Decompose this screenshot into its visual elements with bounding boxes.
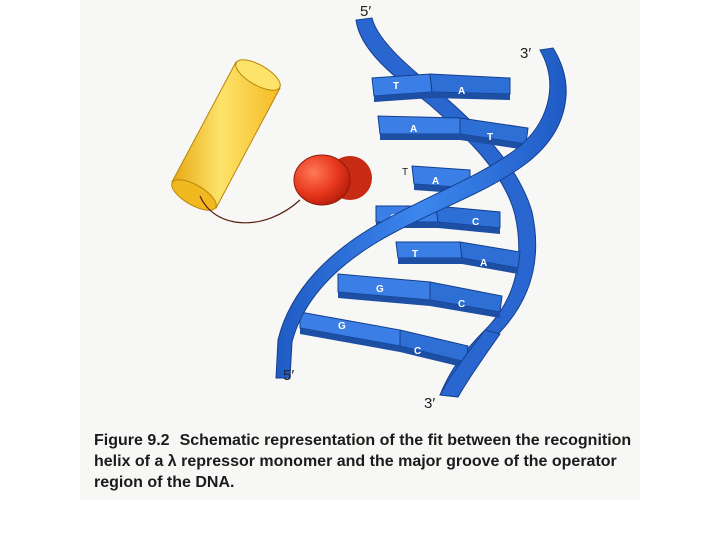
caption-text: Schematic representation of the fit betw… (94, 432, 632, 491)
base-pair-6: G C (337, 273, 503, 318)
recognition-helix (171, 59, 281, 211)
base-letter: A (410, 124, 417, 135)
base-letter: C (458, 299, 465, 310)
label-5-prime-bottom: 5′ (283, 367, 294, 384)
label-5-prime-top: 5′ (360, 3, 371, 20)
label-3-prime-bottom: 3′ (424, 395, 435, 412)
base-pair-1: T A (371, 73, 511, 102)
base-pair-5: T A (395, 241, 521, 274)
base-letter: G (376, 284, 384, 295)
base-letter: A (432, 176, 439, 187)
base-letter: T (402, 167, 408, 178)
figure-number: Figure 9.2 (94, 432, 170, 449)
base-letter: T (412, 249, 418, 260)
base-letter: A (458, 86, 465, 97)
base-letter: G (338, 321, 346, 332)
dna-strand-end (439, 329, 501, 398)
base-pair-7: G C (299, 311, 469, 368)
base-letter: C (414, 346, 421, 357)
connecting-loop (199, 195, 301, 224)
base-letter: C (472, 217, 479, 228)
base-pair-2: A T (377, 115, 529, 150)
dna-strand-front (275, 47, 567, 379)
base-letter: T (487, 132, 493, 143)
base-letter: T (393, 81, 399, 92)
label-3-prime-top: 3′ (520, 45, 531, 62)
protein-helix-end (293, 154, 372, 206)
base-letter: A (480, 258, 487, 269)
